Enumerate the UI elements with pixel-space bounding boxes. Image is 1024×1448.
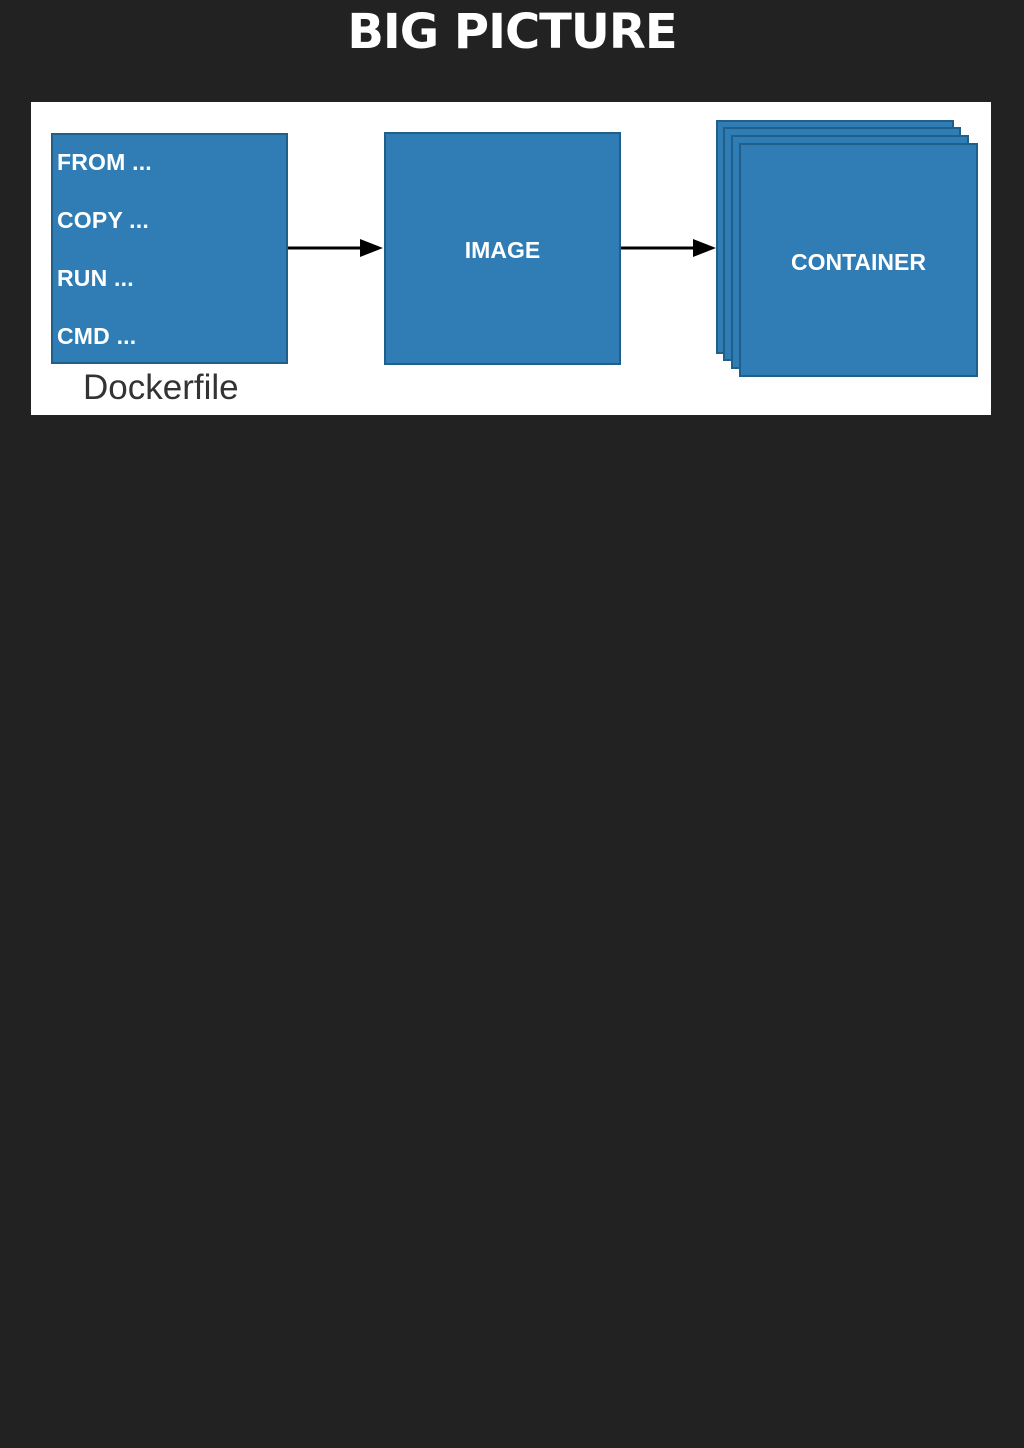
- instruction-run: RUN ...: [57, 265, 134, 291]
- arrow-dockerfile-to-image: [288, 239, 383, 257]
- container-box: CONTAINER: [739, 143, 978, 377]
- dockerfile-caption: Dockerfile: [83, 368, 239, 407]
- image-box: IMAGE: [384, 132, 621, 365]
- image-label: IMAGE: [464, 237, 541, 263]
- dockerfile-box: FROM ... COPY ... RUN ... CMD ...: [51, 133, 288, 364]
- instruction-from: FROM ...: [57, 149, 152, 175]
- instruction-cmd: CMD ...: [57, 323, 137, 349]
- arrow-image-to-container: [621, 239, 716, 257]
- instruction-copy: COPY ...: [57, 207, 149, 233]
- page-title: BIG PICTURE: [347, 4, 677, 60]
- container-label: CONTAINER: [790, 249, 926, 275]
- diagram-panel: FROM ... COPY ... RUN ... CMD ... Docker…: [31, 102, 991, 415]
